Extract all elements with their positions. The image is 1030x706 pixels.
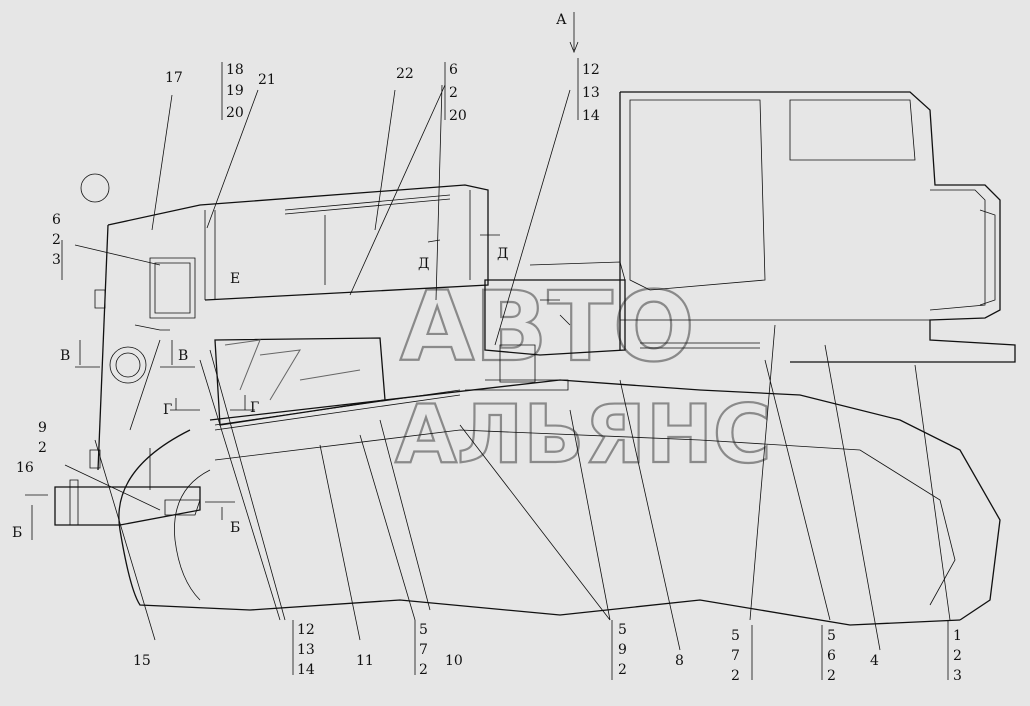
- view-mark-g-right: Г: [250, 400, 259, 416]
- view-mark-e: Е: [230, 271, 240, 287]
- track: [118, 379, 1001, 626]
- view-mark-d-left: Д: [418, 256, 429, 272]
- view-mark-a: А: [556, 12, 567, 28]
- callout-8: 8: [675, 653, 684, 669]
- callout-4: 4: [870, 653, 879, 669]
- callout-17: 17: [165, 70, 183, 86]
- view-mark-d-right: Д: [497, 246, 508, 262]
- view-marks: А Е Д Д В В Г Г Б Б: [12, 12, 567, 541]
- front-frame: [54, 344, 569, 526]
- watermark-line1: АВТО: [400, 271, 695, 383]
- callout-21: 21: [258, 72, 276, 88]
- view-mark-b-left: Б: [12, 525, 22, 541]
- watermark-line2: АЛЬЯНС: [395, 388, 772, 481]
- callout-16: 16: [16, 460, 34, 476]
- view-mark-g-left: Г: [163, 402, 172, 418]
- leader-lines: [61, 12, 951, 680]
- callout-22: 22: [396, 66, 414, 82]
- callout-10: 10: [445, 653, 463, 669]
- callout-11: 11: [356, 653, 374, 669]
- callout-15: 15: [133, 653, 151, 669]
- watermark: АВТО АЛЬЯНС: [394, 270, 773, 482]
- view-mark-v-right: В: [178, 348, 188, 364]
- view-mark-b-right: Б: [230, 520, 240, 536]
- cabin: [484, 91, 1016, 363]
- view-mark-v-left: В: [60, 348, 70, 364]
